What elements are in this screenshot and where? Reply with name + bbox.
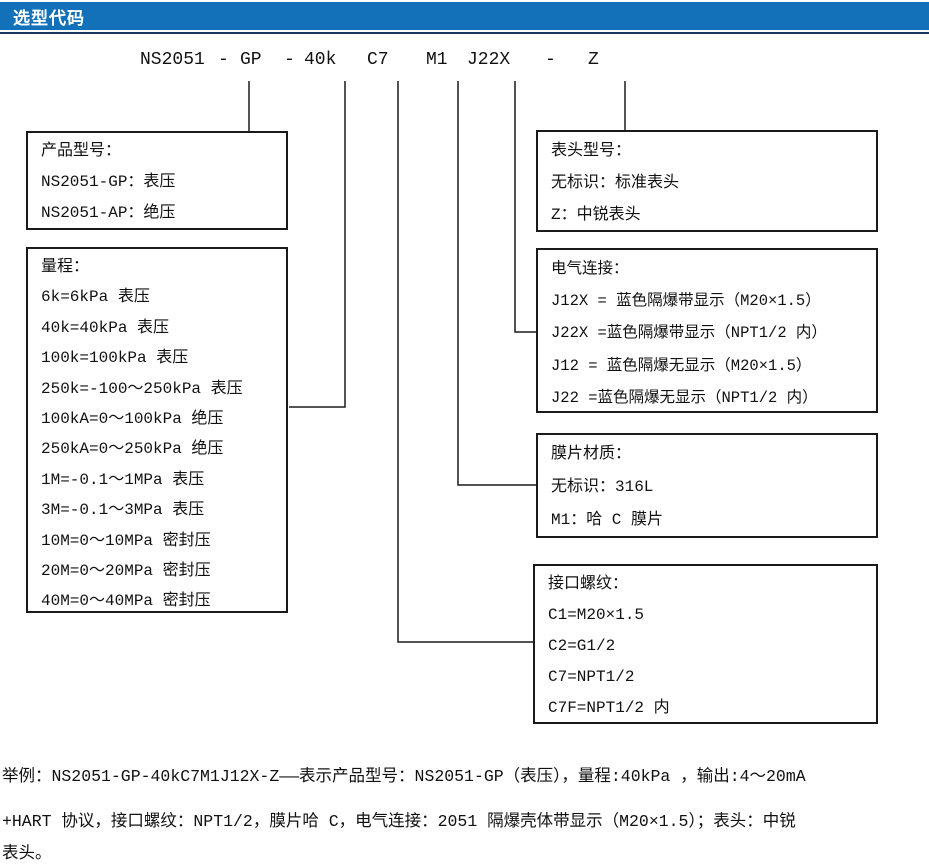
option-line: C7F=NPT1/2 内 (548, 699, 670, 717)
section-title: 选型代码 (13, 8, 85, 28)
option-line: 20M=0～20MPa 密封压 (41, 562, 211, 581)
option-line: 40M=0～40MPa 密封压 (41, 592, 211, 611)
option-line: Z：中锐表头 (551, 206, 641, 224)
box-title: 量程： (41, 258, 90, 276)
option-line: 250k=-100～250kPa 表压 (41, 379, 243, 398)
diaphragm-material-box: 膜片材质： 无标识：316L M1：哈 C 膜片 (536, 433, 878, 538)
box-title: 产品型号： (41, 142, 122, 160)
option-line: 1M=-0.1～1MPa 表压 (41, 470, 205, 489)
option-line: J22X =蓝色隔爆带显示（NPT1/2 内） (551, 324, 827, 343)
section-header-bar: 选型代码 (0, 2, 929, 30)
box-title: 膜片材质： (551, 445, 632, 463)
code-token-range: 40k (304, 50, 337, 70)
option-line: J22 =蓝色隔爆无显示（NPT1/2 内） (551, 388, 818, 407)
option-line: 无标识：标准表头 (551, 174, 680, 192)
option-line: 无标识：316L (551, 478, 654, 496)
option-line: M1：哈 C 膜片 (551, 511, 664, 529)
option-line: 10M=0～10MPa 密封压 (41, 531, 211, 550)
option-line: C2=G1/2 (548, 637, 616, 655)
header-divider (0, 32, 929, 34)
box-title: 电气连接： (551, 260, 629, 278)
electrical-connection-box: 电气连接： J12X = 蓝色隔爆带显示（M20×1.5） J22X =蓝色隔爆… (536, 248, 878, 413)
example-text-line: 表头。 (2, 844, 52, 863)
code-token-electrical: J22X (467, 50, 511, 70)
box-title: 接口螺纹： (548, 575, 629, 593)
code-token-model: NS2051 (140, 50, 205, 70)
range-box: 量程： 6k=6kPa 表压 40k=40kPa 表压 100k=100kPa … (26, 247, 288, 613)
option-line: 100kA=0～100kPa 绝压 (41, 410, 224, 429)
option-line: 6k=6kPa 表压 (41, 288, 150, 307)
option-line: J12X = 蓝色隔爆带显示（M20×1.5） (551, 292, 821, 311)
option-line: NS2051-GP：表压 (41, 173, 176, 191)
code-token-dash-2: - (284, 50, 295, 70)
code-token-thread: C7 (367, 50, 389, 70)
display-head-box: 表头型号： 无标识：标准表头 Z：中锐表头 (536, 130, 878, 232)
option-line: 250kA=0～250kPa 绝压 (41, 440, 224, 459)
example-text-line: 举例：NS2051-GP-40kC7M1J12X-Z——表示产品型号：NS205… (2, 767, 806, 786)
example-text-line: +HART 协议，接口螺纹：NPT1/2，膜片哈 C，电气连接：2051 隔爆壳… (2, 812, 796, 831)
option-line: NS2051-AP：绝压 (41, 204, 176, 222)
option-line: 3M=-0.1～3MPa 表压 (41, 501, 205, 520)
option-line: 40k=40kPa 表压 (41, 318, 170, 337)
code-token-dash-1: - (218, 50, 229, 70)
box-title: 表头型号： (551, 142, 632, 160)
code-token-diaphragm: M1 (426, 50, 448, 70)
code-token-dash-3: - (545, 50, 556, 70)
option-line: C1=M20×1.5 (548, 606, 645, 624)
option-line: 100k=100kPa 表压 (41, 349, 189, 368)
code-token-gp: GP (240, 50, 262, 70)
thread-box: 接口螺纹： C1=M20×1.5 C2=G1/2 C7=NPT1/2 C7F=N… (533, 564, 878, 724)
product-model-box: 产品型号： NS2051-GP：表压 NS2051-AP：绝压 (26, 131, 288, 230)
option-line: J12 = 蓝色隔爆无显示（M20×1.5） (551, 356, 812, 375)
code-token-head: Z (588, 50, 599, 70)
option-line: C7=NPT1/2 (548, 668, 635, 686)
